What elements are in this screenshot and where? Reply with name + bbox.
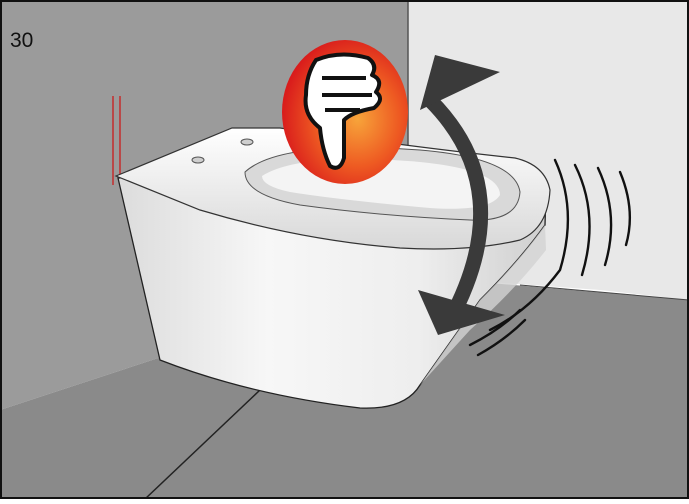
warning-badge — [282, 40, 408, 184]
mounting-hole-right — [241, 139, 253, 145]
step-number: 30 — [10, 30, 33, 51]
mounting-hole-left — [192, 157, 204, 163]
